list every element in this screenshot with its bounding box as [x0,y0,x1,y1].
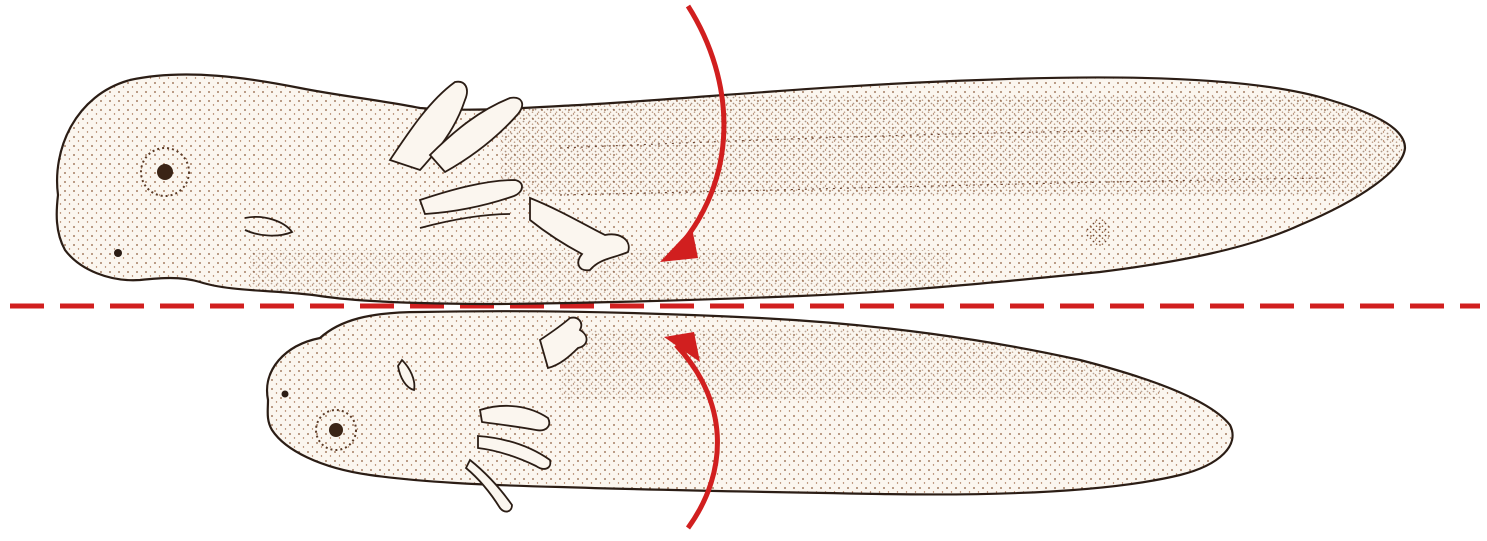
lower-nostril [282,391,289,398]
upper-nostril [114,249,122,257]
upper-larva [40,60,1420,320]
upper-hind-limb-bud [1086,218,1110,246]
lower-larva [250,300,1250,512]
